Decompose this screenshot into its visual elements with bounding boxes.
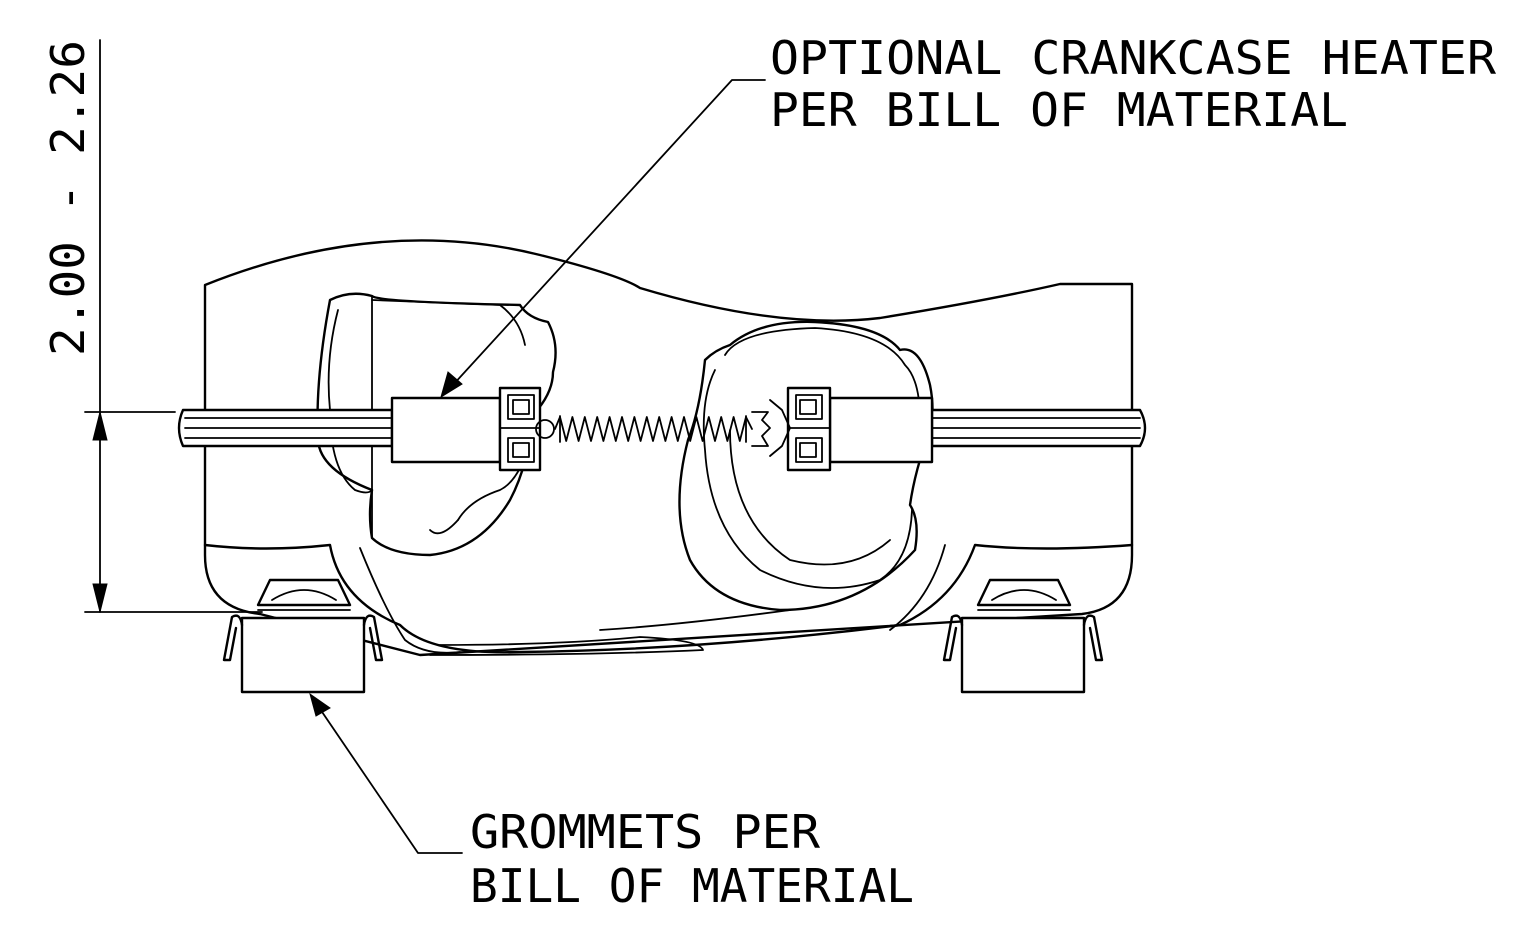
grommet-icon-right: [942, 578, 1104, 694]
grommet-icon-left: [222, 578, 384, 694]
crankcase-heater-icon: [177, 386, 1147, 472]
dimension-arrow-down: [92, 583, 108, 613]
grommet-leader: [309, 692, 463, 854]
heater-leader: [440, 79, 766, 399]
dimension-group: 2.00 - 2.26: [39, 38, 263, 613]
grommet-callout-line2: BILL OF MATERIAL: [470, 859, 914, 913]
heater-callout-line1: OPTIONAL CRANKCASE HEATER: [770, 31, 1496, 85]
spring-icon: [535, 399, 791, 457]
heater-callout-line2: PER BILL OF MATERIAL: [770, 83, 1348, 137]
grommet-callout-line1: GROMMETS PER: [470, 805, 820, 859]
compressor-body-icon: [203, 239, 1134, 657]
dimension-arrow-up: [92, 411, 108, 441]
dimension-label: 2.00 - 2.26: [41, 40, 95, 356]
